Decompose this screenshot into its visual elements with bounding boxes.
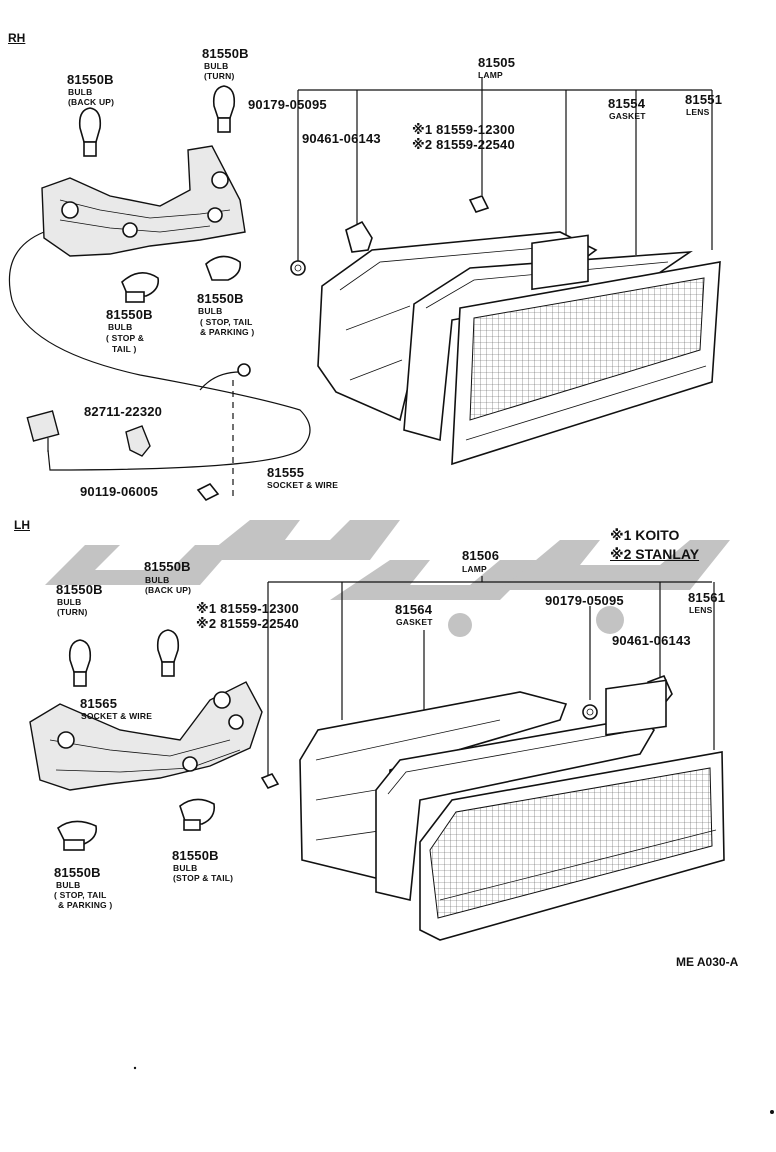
lh-clip-icon <box>582 704 598 720</box>
lh-bulb-stop-desc: (STOP & TAIL) <box>173 873 234 883</box>
lh-screw-number: 90461-06143 <box>612 633 691 648</box>
rh-screw-alt1-number: ※1 81559-12300 <box>412 122 515 137</box>
rh-bulb-stop-icon <box>121 272 160 303</box>
section-label-rh: RH <box>8 31 26 45</box>
rh-screw-icon <box>468 195 490 213</box>
rh-clip-icon <box>290 260 306 276</box>
lh-bulb-stop-icon <box>179 798 216 831</box>
lh-clip-number: 90179-05095 <box>545 593 624 608</box>
rh-bulb-backup-number: 81550B <box>67 72 114 87</box>
lh-screw-alt1-number: ※1 81559-12300 <box>196 601 299 616</box>
section-label-lh: LH <box>14 518 30 532</box>
lh-socket-label: SOCKET & WIRE <box>81 711 153 721</box>
rh-screw-clip-icon <box>345 220 373 253</box>
lh-lens-label: LENS <box>689 605 713 615</box>
lh-bulb-park-number: 81550B <box>54 865 101 880</box>
rh-leader-lines <box>297 78 713 262</box>
lh-bulb-stop-label: BULB <box>173 863 198 873</box>
rh-bulb-backup-label: BULB <box>68 87 93 97</box>
rh-bolt-number: 90119-06005 <box>80 484 159 499</box>
lh-gasket-label: GASKET <box>396 617 433 627</box>
rh-socket-harness-icon <box>41 145 246 257</box>
lh-bulb-backup-number: 81550B <box>144 559 191 574</box>
rh-bulb-backup-icon <box>78 107 102 157</box>
rh-connector-icon <box>26 410 60 452</box>
rh-bulb-park-desc2: & PARKING ) <box>200 327 255 337</box>
lh-bulb-stop-number: 81550B <box>172 848 219 863</box>
rh-bulb-turn-label: BULB <box>204 61 229 71</box>
rh-lens-label: LENS <box>686 107 710 117</box>
rh-gasket-label: GASKET <box>609 111 646 121</box>
lh-bulb-turn-icon <box>68 639 92 687</box>
rh-socket-number: 81555 <box>267 465 305 480</box>
rh-bulb-stop-desc1: ( STOP & <box>106 333 145 343</box>
rh-wire-loop <box>8 231 311 471</box>
rh-connector-number: 82711-22320 <box>84 404 163 419</box>
rh-bulb-park-desc1: ( STOP, TAIL <box>200 317 253 327</box>
rh-lamp-number: 81505 <box>478 55 516 70</box>
rh-ground-wire <box>199 371 241 391</box>
rh-bulb-turn-number: 81550B <box>202 46 249 61</box>
lh-bulb-turn-number: 81550B <box>56 582 103 597</box>
rh-bulb-park-icon <box>205 255 242 281</box>
watermark-logo <box>45 520 730 637</box>
lh-gasket-number: 81564 <box>395 602 433 617</box>
stray-dot <box>133 1066 137 1070</box>
lh-lens <box>419 679 725 941</box>
lh-screw-alt2-number: ※2 81559-22540 <box>196 616 299 631</box>
lh-bulb-turn-label: BULB <box>57 597 82 607</box>
lh-bulb-backup-label: BULB <box>145 575 170 585</box>
rh-bulb-park-label: BULB <box>198 306 223 316</box>
lh-lamp-housing <box>299 691 568 882</box>
lh-gasket <box>375 717 656 901</box>
lh-bulb-turn-desc: (TURN) <box>57 607 88 617</box>
rh-bolt-icon <box>196 482 220 502</box>
lh-bulb-backup-desc: (BACK UP) <box>145 585 192 595</box>
lh-lens-number: 81561 <box>688 590 726 605</box>
rh-ground-terminal-icon <box>237 363 251 377</box>
rh-bulb-turn-icon <box>212 85 236 133</box>
rh-lens <box>451 234 721 466</box>
rh-bulb-park-number: 81550B <box>197 291 244 306</box>
lh-bulb-backup-icon <box>156 629 180 677</box>
lh-bulb-park-label: BULB <box>56 880 81 890</box>
rh-lens-number: 81551 <box>685 92 723 107</box>
lh-bulb-park-icon <box>56 820 98 851</box>
lh-screw-icon <box>260 773 280 789</box>
rh-screw-number: 90461-06143 <box>302 131 381 146</box>
rh-gasket-number: 81554 <box>608 96 646 111</box>
rh-clamp-icon <box>125 425 151 457</box>
rh-bulb-stop-desc2: TAIL ) <box>112 344 137 354</box>
rh-bulb-turn-desc: (TURN) <box>204 71 235 81</box>
maker-note-2: ※2 STANLAY <box>610 546 700 562</box>
rh-screw-alt2-number: ※2 81559-22540 <box>412 137 515 152</box>
rh-socket-label: SOCKET & WIRE <box>267 480 339 490</box>
lh-bulb-park-desc1: ( STOP, TAIL <box>54 890 107 900</box>
rh-bulb-stop-number: 81550B <box>106 307 153 322</box>
rh-lamp-label: LAMP <box>478 70 503 80</box>
rh-clip-number: 90179-05095 <box>248 97 327 112</box>
lh-socket-harness-icon <box>29 681 263 791</box>
lh-bulb-park-desc2: & PARKING ) <box>58 900 113 910</box>
rh-bulb-backup-desc: (BACK UP) <box>68 97 115 107</box>
rh-bulb-stop-label: BULB <box>108 322 133 332</box>
diagram-code: ME A030-A <box>676 955 739 969</box>
lh-socket-number: 81565 <box>80 696 118 711</box>
lh-lamp-label: LAMP <box>462 564 487 574</box>
maker-note-1: ※1 KOITO <box>610 527 680 543</box>
stray-dot <box>770 1110 774 1114</box>
lh-lamp-number: 81506 <box>462 548 500 563</box>
